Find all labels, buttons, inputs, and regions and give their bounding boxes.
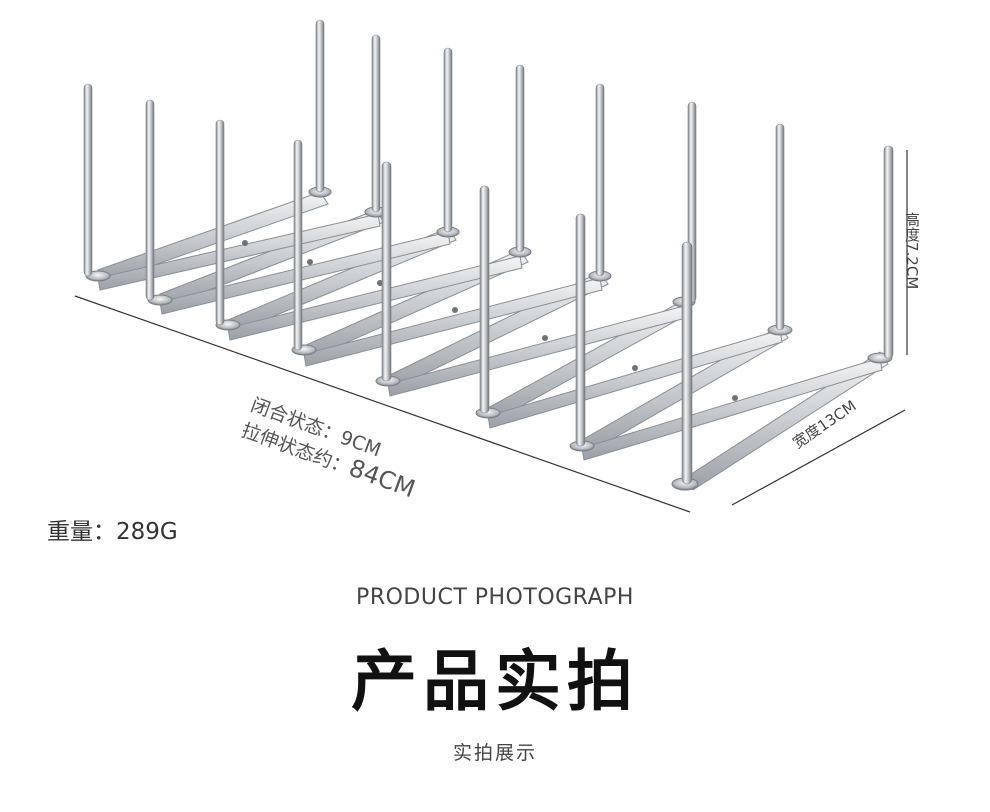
- pivot-rivets: [242, 240, 738, 401]
- rack-rods-front: [83, 83, 693, 485]
- expandable-rack-photo: [74, 19, 908, 513]
- section-eyebrow: PRODUCT PHOTOGRAPH: [356, 585, 634, 610]
- length-dimension-line: [74, 295, 691, 513]
- section-title: 产品实拍: [351, 643, 639, 720]
- weight-label: 重量：289G: [47, 519, 178, 545]
- section-subtitle: 实拍展示: [452, 742, 537, 764]
- width-dimension-line: [731, 409, 906, 506]
- height-dimension-label: 高度7.2CM: [903, 212, 921, 290]
- dimension-lines: [74, 150, 908, 513]
